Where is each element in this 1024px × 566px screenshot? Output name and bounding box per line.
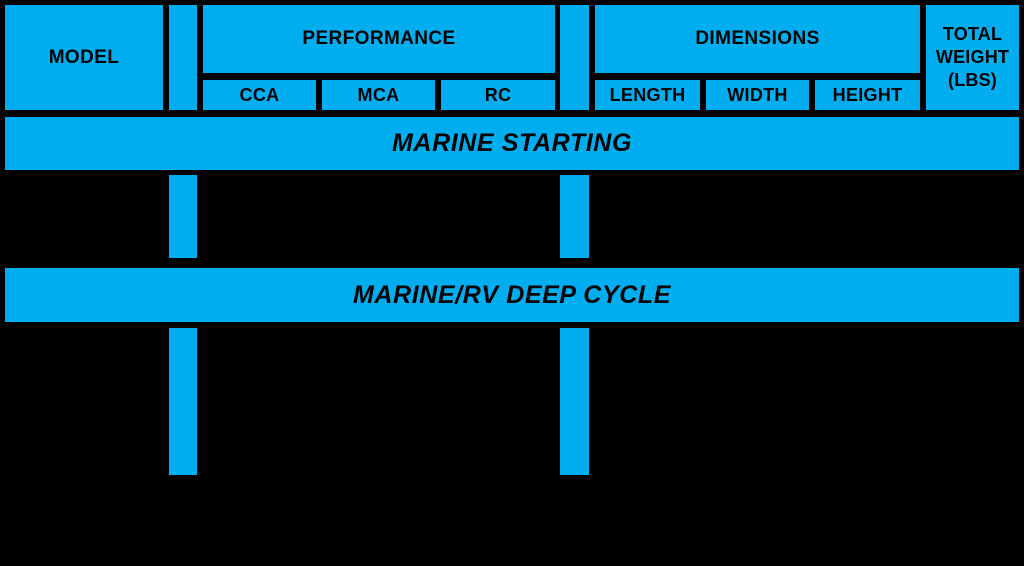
total-weight-line-1: TOTAL [942,23,1003,44]
section-body-marine-starting [0,170,1024,262]
total-weight-line-3: (LBS) [948,70,997,91]
header-col-total-weight: TOTAL WEIGHT (LBS) [926,5,1019,110]
section-band-marine-starting: MARINE STARTING [5,117,1019,170]
column-stub-right-section-1 [560,175,589,258]
section-band-marine-rv-deep-cycle: MARINE/RV DEEP CYCLE [5,268,1019,322]
header-model: MODEL [5,5,163,110]
header-col-cca: CCA [203,80,316,110]
header-col-length: LENGTH [595,80,700,110]
header-group-dimensions: DIMENSIONS [595,5,920,73]
header-col-height: HEIGHT [815,80,920,110]
header-col-rc: RC [441,80,555,110]
header-col-mca: MCA [322,80,435,110]
section-body-marine-rv-deep-cycle [0,322,1024,566]
header-group-performance: PERFORMANCE [203,5,555,73]
total-weight-line-2: WEIGHT [935,46,1010,67]
header-spacer-right [560,5,589,110]
column-stub-left-section-1 [169,175,197,258]
column-stub-right-section-2 [560,328,589,475]
column-stub-left-section-2 [169,328,197,475]
header-spacer-left [169,5,197,110]
header-col-width: WIDTH [706,80,809,110]
